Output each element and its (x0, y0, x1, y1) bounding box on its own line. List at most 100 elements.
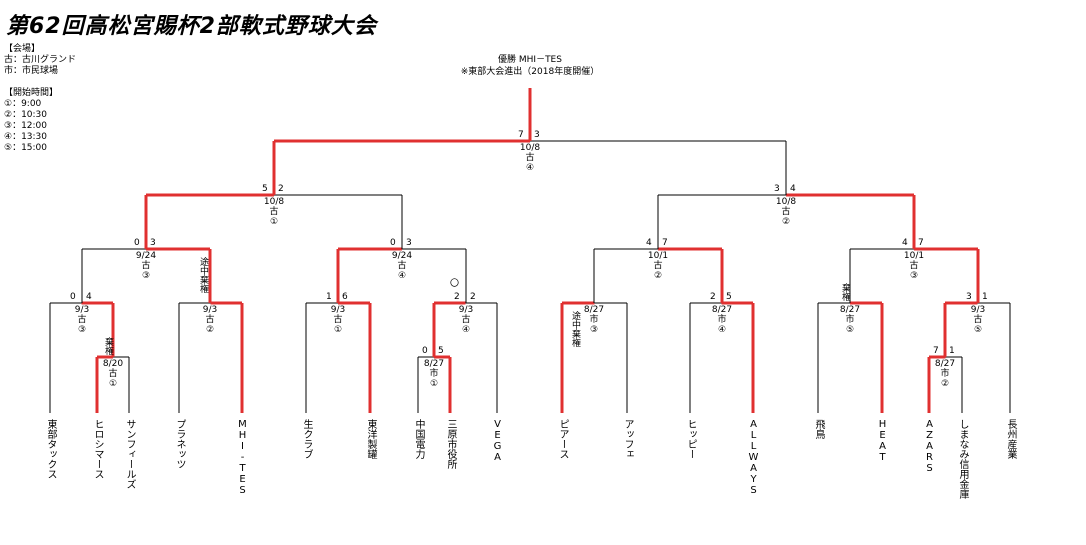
score-right: 2 (470, 292, 476, 302)
score-right: 3 (150, 238, 156, 248)
team-name: ピアース (557, 419, 568, 459)
match-time: ④ (717, 325, 727, 335)
match-venue: 古 (77, 315, 87, 325)
match-date: 10/8 (775, 197, 797, 207)
time-legend-item: ③：12:00 (4, 121, 48, 131)
team-name: HEAT (877, 419, 888, 463)
match-venue: 市 (589, 315, 599, 325)
team-name: 東部タックス (45, 419, 56, 479)
score-right: 1 (949, 346, 955, 356)
time-legend-item: ④：13:30 (4, 132, 48, 142)
score-right: 4 (86, 292, 92, 302)
score-right: 5 (726, 292, 732, 302)
match-date: 8/27 (839, 305, 861, 315)
match-time: ③ (589, 325, 599, 335)
score-right: 4 (790, 184, 796, 194)
score-right: 5 (438, 346, 444, 356)
match-date: 8/20 (102, 359, 124, 369)
score-left: 0 (70, 292, 76, 302)
match-date: 8/27 (423, 359, 445, 369)
match-time: ⑤ (845, 325, 855, 335)
venue-legend-heading: 【会場】 (4, 44, 41, 54)
score-left: 0 (390, 238, 396, 248)
match-note: 棄権 (103, 337, 113, 355)
team-name: アッフェ (622, 419, 633, 459)
match-venue: 古 (653, 261, 663, 271)
score-left: 2 (454, 292, 460, 302)
team-name: 三原市役所 (445, 419, 456, 469)
tournament-title: 第62回高松宮賜杯2部軟式野球大会 (6, 14, 377, 39)
score-left: 4 (646, 238, 652, 248)
champion-banner: 優勝 MHI－TES ※東部大会進出（2018年度開催） (380, 54, 680, 78)
match-venue: 市 (717, 315, 727, 325)
match-time: ② (781, 217, 791, 227)
time-legend-item: ②：10:30 (4, 110, 48, 120)
match-time: ② (205, 325, 215, 335)
venue-legend-item: 古：古川グランド (4, 55, 77, 65)
match-date: 8/27 (934, 359, 956, 369)
match-venue: 古 (525, 153, 535, 163)
match-date: 9/24 (135, 251, 157, 261)
match-venue: 古 (141, 261, 151, 271)
match-note: 途中棄権 (198, 257, 208, 293)
match-date: 8/27 (583, 305, 605, 315)
team-name: 中国電力 (413, 419, 424, 459)
team-name: ヒロシマース (92, 419, 103, 479)
match-time: ④ (525, 163, 535, 173)
match-date: 10/1 (903, 251, 925, 261)
team-name: サンフィールズ (124, 419, 135, 489)
match-time: ② (940, 379, 950, 389)
score-left: 7 (518, 130, 524, 140)
match-date: 8/27 (711, 305, 733, 315)
score-left: 1 (326, 292, 332, 302)
time-legend: 【開始時間】 ①：9:00 ②：10:30 ③：12:00 ④：13:30 ⑤：… (4, 88, 58, 154)
match-note: 棄権 (840, 283, 850, 301)
match-date: 10/8 (519, 143, 541, 153)
score-left: 7 (933, 346, 939, 356)
score-right: 3 (406, 238, 412, 248)
team-name: 東洋製罐 (365, 419, 376, 459)
team-name: 飛鳥 (813, 419, 824, 439)
team-name: VEGA (492, 419, 503, 463)
match-venue: 古 (781, 207, 791, 217)
match-date: 10/8 (263, 197, 285, 207)
time-legend-item: ⑤：15:00 (4, 143, 48, 153)
venue-legend-item: 市：市民球場 (4, 66, 59, 76)
match-time: ① (269, 217, 279, 227)
match-time: ④ (397, 271, 407, 281)
champion-label: 優勝 MHI－TES (498, 55, 562, 65)
score-left: 2 (710, 292, 716, 302)
match-time: ① (333, 325, 343, 335)
score-left: 0 (422, 346, 428, 356)
match-note: 〇 (450, 279, 460, 289)
score-left: 5 (262, 184, 268, 194)
match-venue: 古 (397, 261, 407, 271)
match-venue: 古 (461, 315, 471, 325)
match-time: ② (653, 271, 663, 281)
match-time: ③ (909, 271, 919, 281)
match-date: 9/3 (458, 305, 474, 315)
match-time: ① (429, 379, 439, 389)
time-legend-heading: 【開始時間】 (4, 88, 59, 98)
match-time: ④ (461, 325, 471, 335)
score-left: 4 (902, 238, 908, 248)
score-left: 0 (134, 238, 140, 248)
score-left: 3 (966, 292, 972, 302)
team-name: しまなみ信用金庫 (957, 419, 968, 499)
match-date: 10/1 (647, 251, 669, 261)
venue-legend: 【会場】 古：古川グランド 市：市民球場 (4, 44, 76, 77)
match-venue: 古 (973, 315, 983, 325)
score-right: 7 (662, 238, 668, 248)
match-venue: 市 (940, 369, 950, 379)
match-date: 9/3 (330, 305, 346, 315)
match-date: 9/24 (391, 251, 413, 261)
score-left: 3 (774, 184, 780, 194)
match-venue: 古 (269, 207, 279, 217)
match-venue: 古 (333, 315, 343, 325)
team-name: MHI-TES (237, 419, 248, 496)
team-name: プラネッツ (174, 419, 185, 469)
match-time: ③ (141, 271, 151, 281)
match-venue: 古 (205, 315, 215, 325)
score-right: 7 (918, 238, 924, 248)
